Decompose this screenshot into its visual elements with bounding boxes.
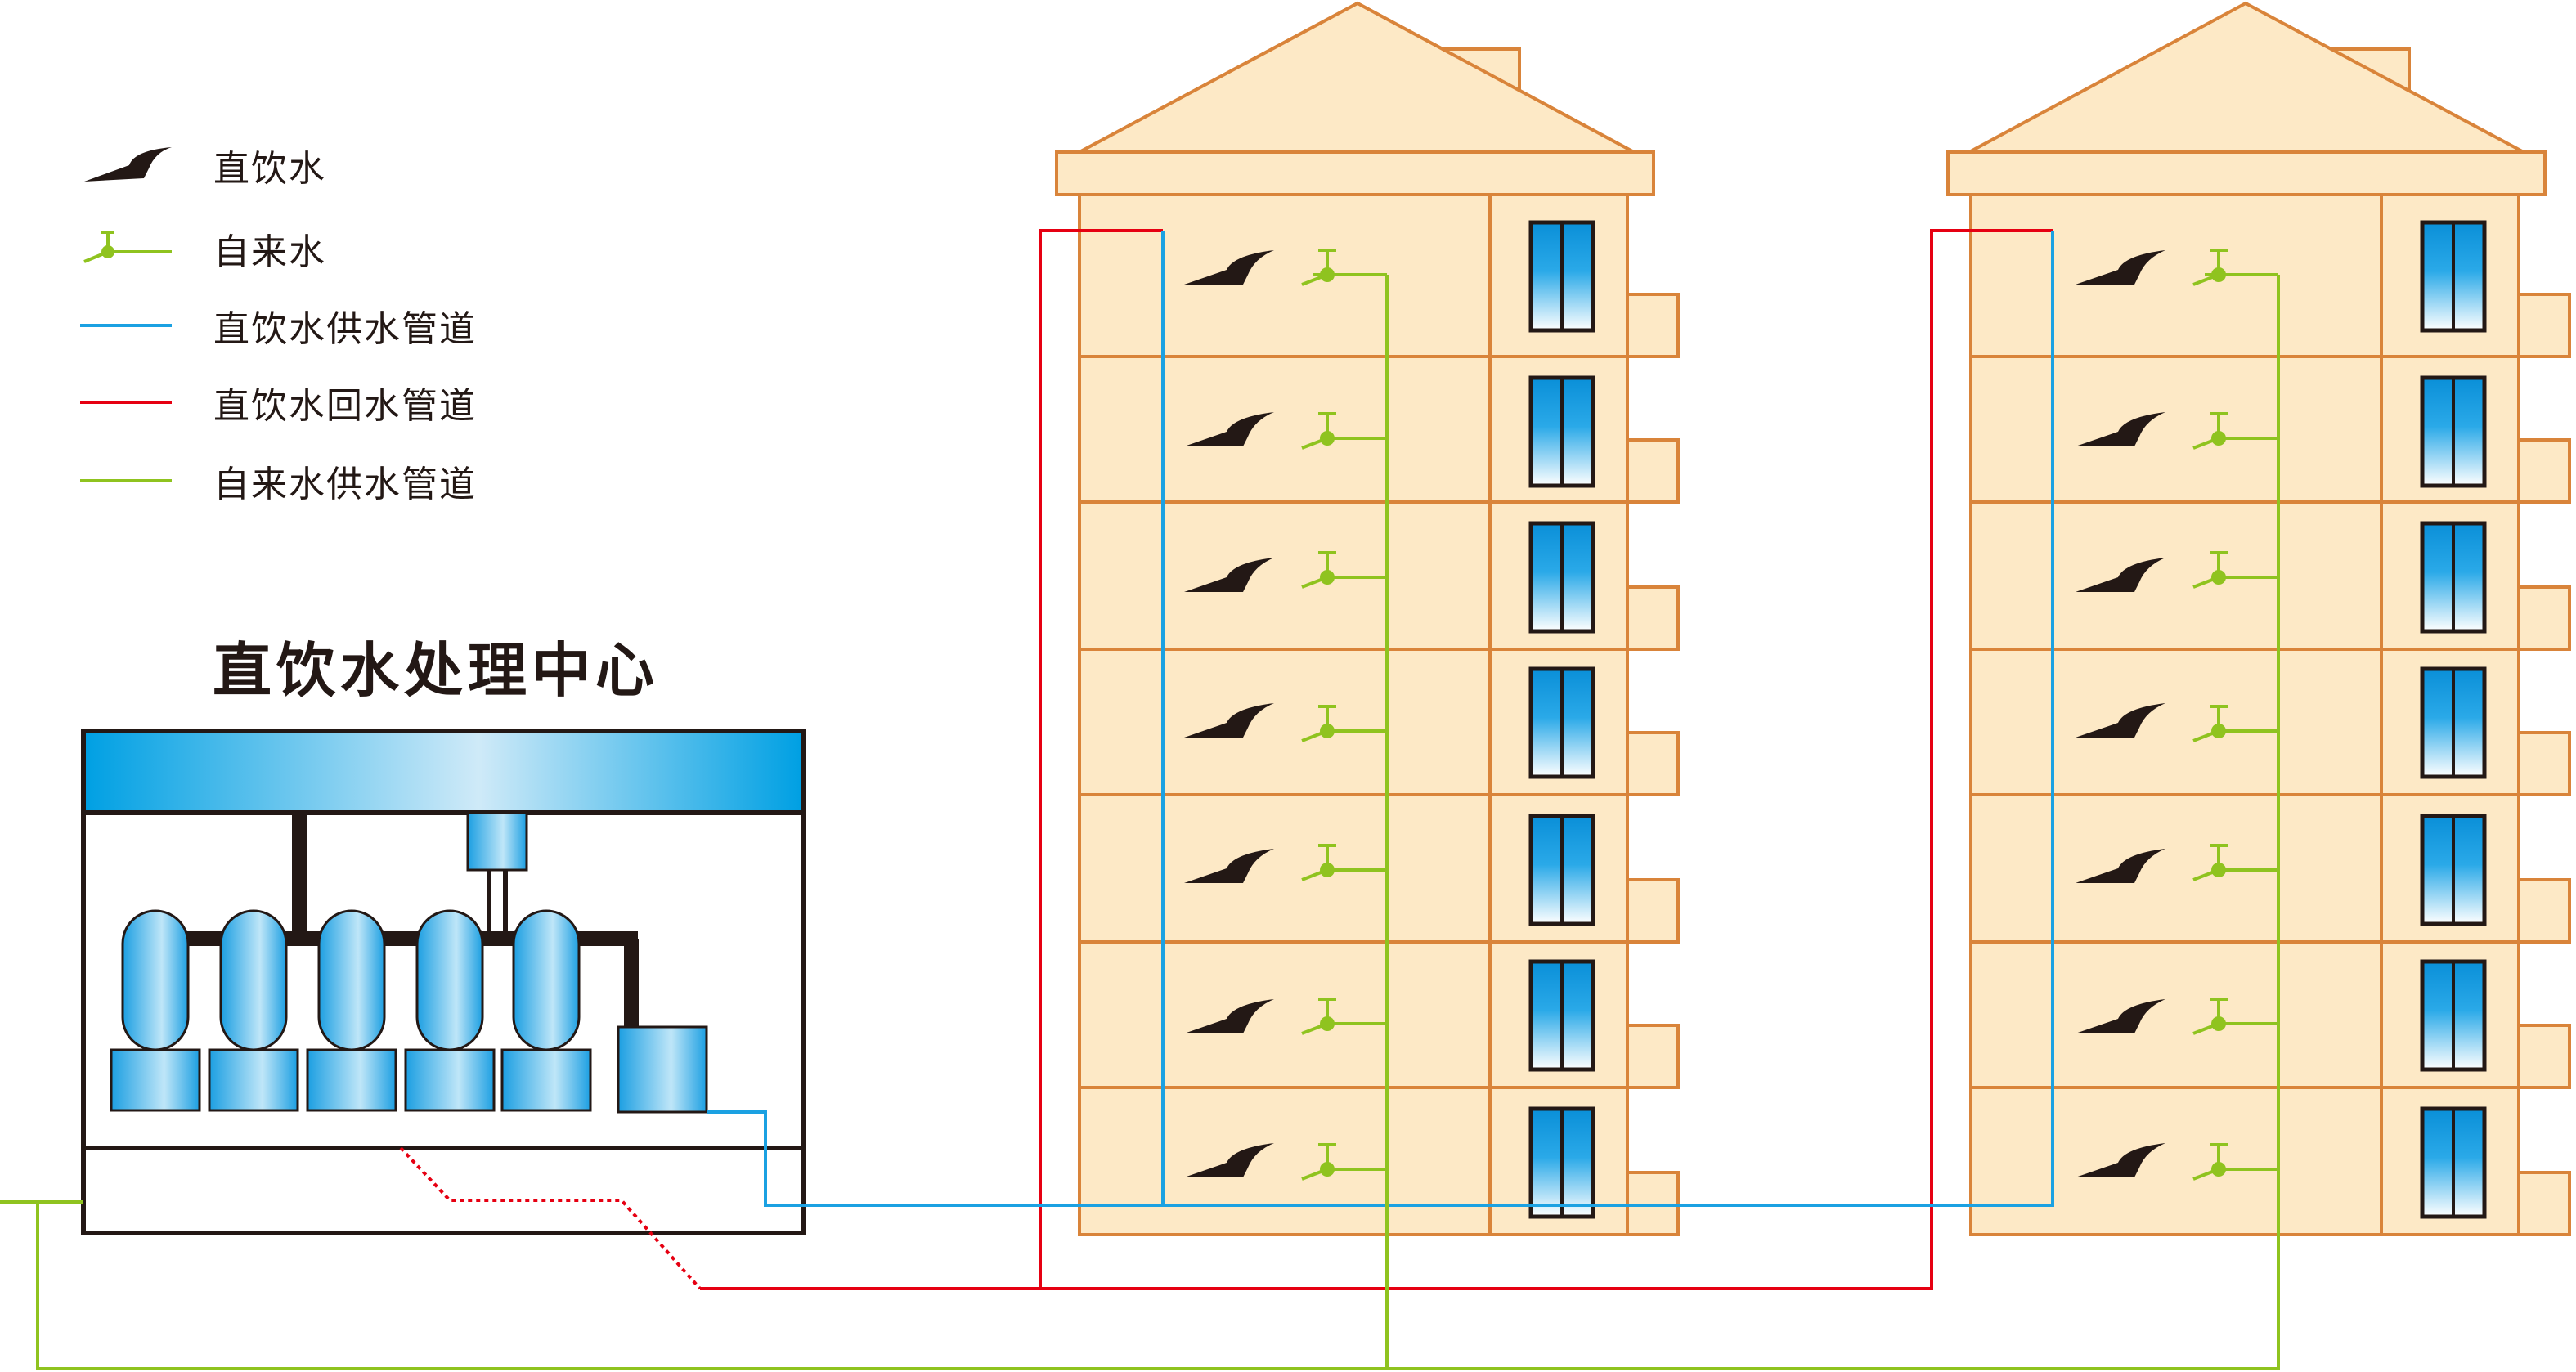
tap-valve-icon xyxy=(80,224,174,273)
balconies xyxy=(2517,293,2571,1236)
filter-tanks xyxy=(110,909,592,1112)
drinking-supply-pipe xyxy=(707,231,2054,1207)
legend-label: 自来水 xyxy=(213,231,326,273)
tap-supply-pipe xyxy=(0,273,2280,1370)
legend-label: 直饮水回水管道 xyxy=(213,385,477,427)
red-line-icon xyxy=(80,378,174,427)
pump-unit xyxy=(617,1025,708,1114)
legend-item-tap-supply-pipe: 自来水供水管道 xyxy=(80,456,477,505)
legend-label: 自来水供水管道 xyxy=(213,464,477,505)
drinking-return-pipe xyxy=(399,229,2053,1290)
floor-dividers xyxy=(1079,355,1627,1089)
treatment-center-title: 直饮水处理中心 xyxy=(213,636,660,705)
legend-item-tap-water: 自来水 xyxy=(80,224,326,273)
blue-line-icon xyxy=(80,301,174,350)
building-1 xyxy=(1055,1,1680,1236)
treatment-center xyxy=(81,729,806,1235)
legend-label: 直饮水 xyxy=(213,148,326,190)
green-line-icon xyxy=(80,456,174,505)
legend-item-drinking-supply-pipe: 直饮水供水管道 xyxy=(80,301,477,350)
balconies xyxy=(1626,293,1680,1236)
floor-dividers xyxy=(1971,355,2519,1089)
legend-label: 直饮水供水管道 xyxy=(213,308,477,350)
faucet-icon xyxy=(80,141,174,190)
building-2 xyxy=(1946,1,2571,1236)
legend-item-drinking-return-pipe: 直饮水回水管道 xyxy=(80,378,477,427)
legend-item-drinking-water: 直饮水 xyxy=(80,141,326,190)
